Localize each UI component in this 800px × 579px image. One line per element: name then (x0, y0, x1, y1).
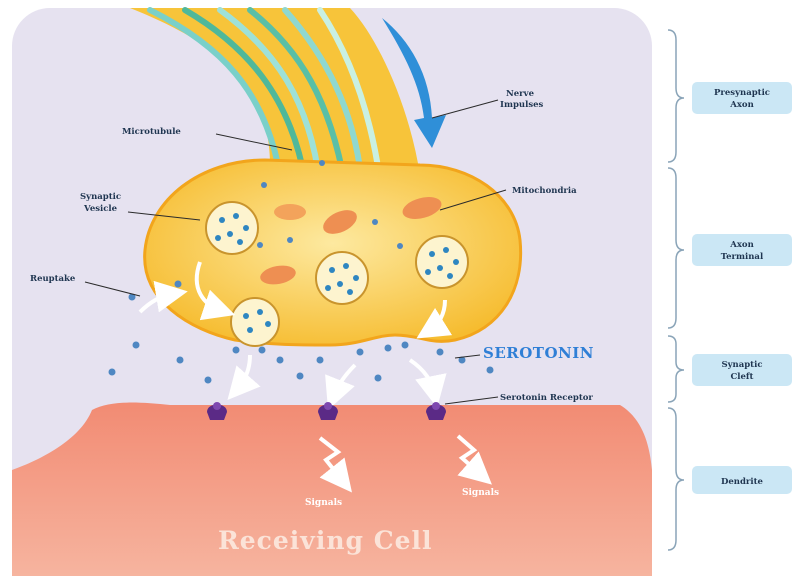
section-tag-dendrite: Dendrite (692, 466, 792, 494)
label-mitochondria: Mitochondria (512, 186, 577, 196)
svg-text:Terminal: Terminal (721, 252, 764, 262)
svg-text:Axon: Axon (729, 100, 754, 110)
label-synaptic-vesicle-1: Synaptic (80, 192, 121, 202)
section-tag-synaptic-cleft: Synaptic Cleft (692, 354, 792, 386)
label-serotonin-receptor: Serotonin Receptor (500, 393, 593, 403)
svg-text:Presynaptic: Presynaptic (714, 88, 770, 98)
svg-text:Dendrite: Dendrite (721, 477, 764, 487)
label-serotonin: SEROTONIN (483, 344, 594, 362)
label-microtubule: Microtubule (122, 127, 181, 137)
svg-text:Cleft: Cleft (731, 372, 754, 382)
label-nerve-impulses-2: Impulses (500, 100, 544, 110)
label-reuptake: Reuptake (30, 274, 76, 284)
svg-text:Synaptic: Synaptic (721, 360, 762, 370)
label-signals-1: Signals (305, 498, 342, 508)
svg-text:Axon: Axon (729, 240, 754, 250)
section-tag-presynaptic-axon: Presynaptic Axon (692, 82, 792, 114)
section-tag-axon-terminal: Axon Terminal (692, 234, 792, 266)
label-receiving-cell: Receiving Cell (218, 526, 433, 555)
label-signals-2: Signals (462, 488, 499, 498)
section-brackets (668, 30, 684, 550)
label-nerve-impulses-1: Nerve (506, 89, 535, 99)
label-synaptic-vesicle-2: Vesicle (83, 204, 118, 214)
